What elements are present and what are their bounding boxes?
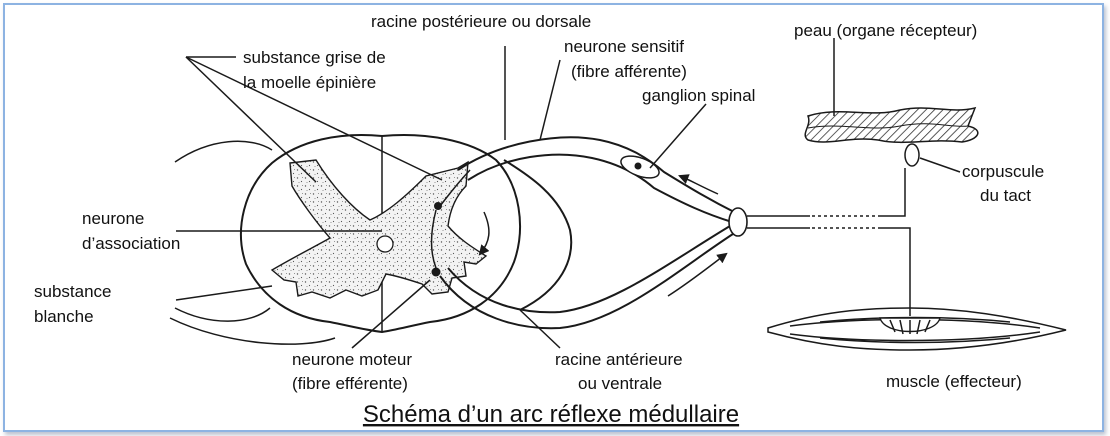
skin-tissue: [805, 108, 978, 142]
dorsal-root: [432, 137, 739, 268]
label-substance-blanche-2: blanche: [34, 307, 94, 326]
label-substance-grise-1: substance grise de: [243, 48, 386, 67]
motor-neuron-body: [432, 268, 441, 277]
afferent-fiber-to-skin: [880, 168, 905, 216]
spinal-nerve-junction: [729, 208, 747, 236]
label-corpuscule-2: du tact: [980, 186, 1031, 205]
arrow-association: [480, 212, 489, 254]
motor-fiber-inner: [448, 226, 730, 312]
label-peau: peau (organe récepteur): [794, 21, 977, 40]
label-substance-grise-2: la moelle épinière: [243, 73, 376, 92]
touch-corpuscle: [905, 144, 919, 166]
label-racine-anterieure-2: ou ventrale: [578, 374, 662, 393]
sensory-fiber-outer: [458, 137, 738, 214]
spinal-nerve: [729, 144, 919, 316]
label-muscle: muscle (effecteur): [886, 372, 1022, 391]
label-ganglion-spinal: ganglion spinal: [642, 86, 755, 105]
efferent-fiber-to-muscle: [880, 228, 910, 316]
label-racine-posterieure: racine postérieure ou dorsale: [371, 12, 591, 31]
muscle-tissue: [768, 308, 1066, 350]
meninge-left-top: [175, 141, 272, 162]
label-substance-blanche-1: substance: [34, 282, 112, 301]
ganglion-cell-body: [635, 163, 642, 170]
label-neurone-association-1: neurone: [82, 209, 144, 228]
meninge-left-bottom: [175, 308, 270, 321]
label-neurone-moteur-2: (fibre efférente): [292, 374, 408, 393]
ventral-root: [432, 160, 737, 328]
label-neurone-sensitif-2: (fibre afférente): [571, 62, 687, 81]
label-neurone-association-2: d’association: [82, 234, 180, 253]
meninge-left-outer: [170, 318, 335, 344]
label-neurone-sensitif-1: neurone sensitif: [564, 37, 684, 56]
grey-matter: [272, 160, 486, 298]
central-canal: [377, 236, 393, 252]
association-neuron-body: [434, 202, 442, 210]
root-loop: [504, 160, 571, 310]
figure-title: Schéma d’un arc réflexe médullaire: [363, 401, 739, 428]
label-neurone-moteur-1: neurone moteur: [292, 350, 412, 369]
label-racine-anterieure-1: racine antérieure: [555, 350, 683, 369]
label-corpuscule-1: corpuscule: [962, 162, 1044, 181]
